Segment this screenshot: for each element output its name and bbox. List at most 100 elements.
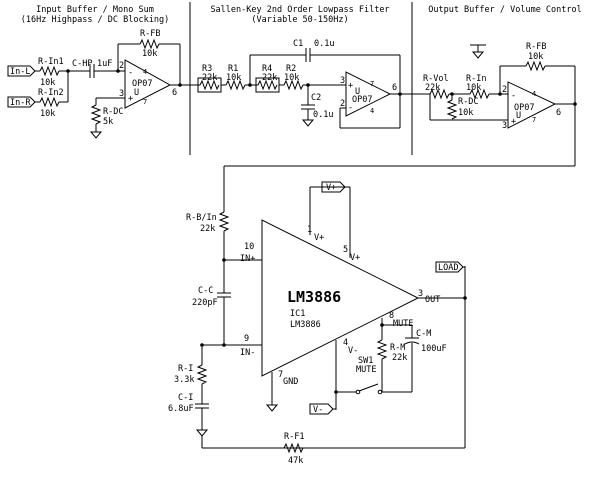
- svg-text:-: -: [348, 103, 353, 113]
- svg-text:-: -: [511, 91, 516, 101]
- svg-text:GND: GND: [283, 377, 298, 387]
- svg-text:LOAD: LOAD: [438, 263, 458, 273]
- svg-text:In-L: In-L: [10, 67, 30, 77]
- label-r-in-out: R-In: [466, 74, 486, 84]
- svg-text:2: 2: [502, 85, 507, 95]
- svg-text:+: +: [348, 81, 353, 91]
- switch-sw1[interactable]: [358, 383, 379, 392]
- label-r4: R4: [262, 64, 272, 74]
- value-r-f1: 47k: [288, 456, 303, 466]
- svg-text:3: 3: [340, 76, 345, 86]
- value-r-i: 3.3k: [174, 375, 194, 385]
- value-r-m: 22k: [392, 353, 407, 363]
- svg-text:2: 2: [340, 99, 345, 109]
- svg-text:4: 4: [343, 338, 348, 348]
- svg-text:In-R: In-R: [10, 98, 31, 108]
- filter-section-subtitle: (Variable 50-150Hz): [251, 15, 348, 25]
- ground-icon: [89, 131, 103, 139]
- port-in-l: In-L: [7, 65, 36, 77]
- value-r-in2: 10k: [40, 109, 55, 119]
- svg-text:V-: V-: [348, 346, 358, 356]
- svg-text:1: 1: [307, 225, 312, 235]
- svg-text:3: 3: [502, 121, 507, 131]
- svg-text:8: 8: [389, 311, 394, 321]
- svg-text:+: +: [128, 94, 133, 104]
- label-sw1: SW1: [358, 356, 373, 366]
- svg-text:4: 4: [370, 107, 374, 115]
- svg-text:MUTE: MUTE: [393, 319, 413, 329]
- label-r-dc-in: R-DC: [103, 107, 123, 117]
- label-c1: C1: [293, 39, 303, 49]
- label-r-b-in: R-B/In: [186, 213, 217, 223]
- svg-text:10: 10: [244, 242, 254, 252]
- label-c-hp: C-HP: [72, 59, 92, 69]
- output-section-title: Output Buffer / Volume Control: [428, 5, 582, 15]
- svg-text:7: 7: [143, 98, 147, 106]
- svg-text:V+: V+: [326, 183, 336, 193]
- svg-text:7: 7: [370, 80, 374, 88]
- opamp-output: [507, 81, 557, 129]
- svg-text:6: 6: [556, 108, 561, 118]
- svg-text:IC1: IC1: [290, 309, 305, 319]
- value-r2: 10k: [284, 73, 299, 83]
- input-section-title: Input Buffer / Mono Sum: [36, 5, 154, 15]
- value-r-in-out: 10k: [466, 83, 481, 93]
- opamp-filter: [345, 71, 392, 117]
- value-r-vol: 22k: [425, 83, 440, 93]
- label-r3: R3: [202, 64, 212, 74]
- label-r2: R2: [286, 64, 296, 74]
- value-c-hp: 1uF: [97, 59, 112, 69]
- svg-text:5: 5: [343, 245, 348, 255]
- svg-text:2: 2: [119, 61, 124, 71]
- value-c1: 0.1u: [314, 39, 334, 49]
- label-r-m: R-M: [390, 343, 405, 353]
- resistor-r1: [225, 79, 246, 91]
- label-r-in2: R-In2: [38, 88, 64, 98]
- value-c2: 0.1u: [313, 110, 333, 120]
- svg-text:+: +: [511, 117, 516, 127]
- svg-text:LM3886: LM3886: [290, 320, 321, 330]
- ground-icon: [265, 404, 279, 412]
- label-sw1-mute: MUTE: [356, 365, 376, 375]
- label-c-c: C-C: [198, 286, 213, 296]
- svg-text:7: 7: [532, 116, 536, 124]
- resistor-r-fb-out: [525, 60, 546, 72]
- label-c2: C2: [311, 93, 321, 103]
- resistor-r3: [199, 79, 220, 91]
- resistor-r-m: [376, 339, 388, 360]
- power-amp-name: LM3886: [287, 288, 341, 306]
- input-section-subtitle: (16Hz Highpass / DC Blocking): [21, 15, 169, 25]
- opamp-output-label: OP07: [514, 103, 534, 113]
- label-r-vol: R-Vol: [423, 74, 449, 84]
- port-in-r: In-R: [7, 96, 36, 108]
- value-c-m: 100uF: [421, 344, 447, 354]
- svg-text:U: U: [134, 88, 139, 98]
- svg-text:IN-: IN-: [240, 348, 255, 358]
- value-r-fb-in: 10k: [142, 49, 157, 59]
- value-r-dc-in: 5k: [103, 117, 113, 127]
- label-r-i: R-I: [178, 364, 193, 374]
- opamp-input: [124, 59, 172, 109]
- value-r1: 10k: [226, 73, 241, 83]
- resistor-r-dc-out: [446, 99, 458, 120]
- port-vplus: V+: [321, 181, 346, 193]
- svg-text:V+: V+: [314, 233, 324, 243]
- filter-section-title: Sallen-Key 2nd Order Lowpass Filter: [210, 5, 389, 15]
- value-r3: 22k: [202, 73, 217, 83]
- label-r-fb-out: R-FB: [526, 42, 546, 52]
- svg-text:4: 4: [143, 68, 147, 76]
- svg-text:-: -: [128, 68, 133, 78]
- port-vminus: V-: [309, 403, 334, 415]
- svg-text:OUT: OUT: [425, 295, 440, 305]
- svg-text:6: 6: [172, 88, 177, 98]
- value-c-c: 220pF: [192, 298, 218, 308]
- svg-text:6: 6: [392, 83, 397, 93]
- svg-text:U: U: [516, 111, 521, 121]
- svg-text:U: U: [355, 87, 360, 97]
- svg-text:9: 9: [244, 334, 249, 344]
- ground-icon: [195, 429, 209, 437]
- value-c-i: 6.8uF: [168, 404, 194, 414]
- label-r-in1: R-In1: [38, 57, 64, 67]
- ground-icon: [471, 51, 485, 59]
